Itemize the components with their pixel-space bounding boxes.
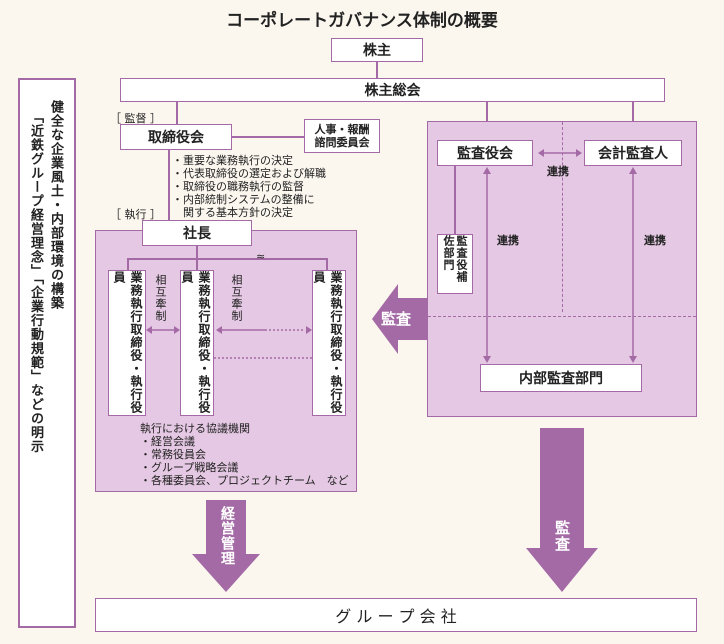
group-companies-box: グ ル ー プ 会 社 <box>95 598 697 632</box>
connector <box>168 150 170 220</box>
audit-support-box: 監査役補佐部門 <box>437 234 473 294</box>
connector <box>196 258 198 270</box>
board-duty: ・重要な業務執行の決定 <box>172 154 293 167</box>
council-item: ・グループ戦略会議 <box>140 461 239 474</box>
council-title: 執行における協議機関 <box>140 422 250 435</box>
page-title: コーポレートガバナンス体制の概要 <box>226 11 498 31</box>
executive-officer-box-3: 業務執行取締役・執行役員 <box>312 270 346 416</box>
board-duty: ・代表取締役の選定および解職 <box>172 167 326 180</box>
philosophy-panel <box>18 78 76 628</box>
board-of-directors-box: 取締役会 <box>120 124 232 150</box>
cooperation-label: 連携 <box>547 165 569 178</box>
management-arrow <box>192 500 260 592</box>
board-duties: ・重要な業務執行の決定 ・代表取締役の選定および解職 ・取締役の職務執行の監督 … <box>172 154 326 219</box>
execute-label: ［ 執行 ］ <box>110 208 161 221</box>
audit-arrow-left-label: 監査 <box>381 310 412 328</box>
cooperation-label: 連携 <box>644 234 666 247</box>
nomination-committee-label: 人事・報酬 諮問委員会 <box>314 123 370 149</box>
cooperation-arrow <box>483 167 491 363</box>
management-arrow-label: 経営管理 <box>219 506 235 566</box>
divider <box>562 122 563 312</box>
omission-mark: ≈ <box>256 250 266 263</box>
council-item: ・経営会議 <box>140 435 195 448</box>
audit-arrow-left <box>372 284 428 354</box>
executive-officer-box-2: 業務執行取締役・執行役員 <box>180 270 214 416</box>
audit-arrow-down-label: 監査 <box>553 520 571 552</box>
connector <box>232 136 304 138</box>
president-box: 社長 <box>142 220 252 246</box>
philosophy-line-1: 健全な企業風土・内部環境の構築 <box>48 100 63 310</box>
accounting-auditor-box: 会計監査人 <box>584 140 682 166</box>
connector <box>326 258 328 270</box>
board-duty: 関する基本方針の決定 <box>172 206 293 219</box>
council-item: ・常務役員会 <box>140 448 206 461</box>
connector <box>454 166 456 234</box>
general-meeting-box: 株主総会 <box>120 78 665 102</box>
connector <box>127 258 327 260</box>
connector <box>176 102 178 124</box>
board-duty: ・内部統制システムの整備に <box>172 193 315 206</box>
audit-arrow-down <box>526 428 598 592</box>
supervise-label: ［ 監督 ］ <box>110 112 161 125</box>
board-duty: ・取締役の職務執行の監督 <box>172 180 304 193</box>
council-item: ・各種委員会、プロジェクトチーム など <box>140 474 349 487</box>
audit-board-box: 監査役会 <box>437 140 533 166</box>
connector <box>196 246 198 258</box>
executive-officer-box-1: 業務執行取締役・執行役員 <box>108 270 146 416</box>
councils: 執行における協議機関 ・経営会議 ・常務役員会 ・グループ戦略会議 ・各種委員会… <box>140 422 349 487</box>
cooperation-arrow <box>629 167 637 363</box>
connector <box>127 258 129 270</box>
mutual-check-label: 相互牽制 <box>230 274 243 322</box>
internal-audit-box: 内部監査部門 <box>480 364 642 392</box>
philosophy-line-2: 「近鉄グループ経営理念」「企業行動規範」などの明示 <box>28 110 43 454</box>
shareholders-box: 株主 <box>331 38 423 62</box>
mutual-check-arrows <box>146 326 312 359</box>
mutual-check-label: 相互牽制 <box>154 274 167 322</box>
cooperation-label: 連携 <box>497 234 519 247</box>
cooperation-arrow <box>538 149 582 157</box>
connector <box>376 62 378 78</box>
divider <box>428 316 696 317</box>
nomination-committee-box: 人事・報酬 諮問委員会 <box>304 119 380 153</box>
